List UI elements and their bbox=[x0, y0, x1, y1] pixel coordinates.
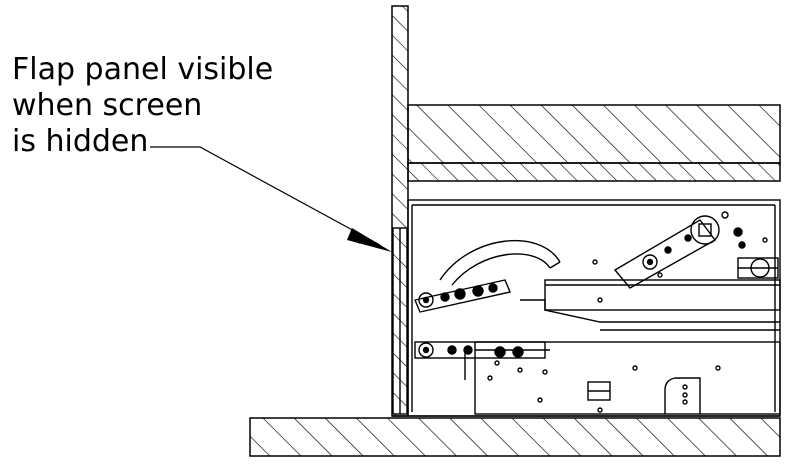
screen-tray bbox=[520, 279, 781, 331]
callout-line-2: when screen bbox=[12, 88, 203, 123]
curved-guide bbox=[439, 240, 561, 286]
upper-link-arm bbox=[414, 279, 511, 313]
ceiling-slab-section bbox=[407, 104, 781, 182]
motor-arm bbox=[592, 211, 768, 303]
callout-label: Flap panel visible when screen is hidden bbox=[12, 52, 273, 160]
callout-line-3: is hidden bbox=[12, 124, 149, 159]
floor-slab-section bbox=[249, 415, 781, 457]
callout-leader bbox=[150, 146, 392, 252]
flap-panel bbox=[392, 227, 408, 415]
motor-bracket bbox=[737, 257, 779, 279]
lower-chassis bbox=[464, 341, 781, 415]
housing-box bbox=[407, 199, 781, 417]
callout-line-1: Flap panel visible bbox=[12, 52, 274, 87]
